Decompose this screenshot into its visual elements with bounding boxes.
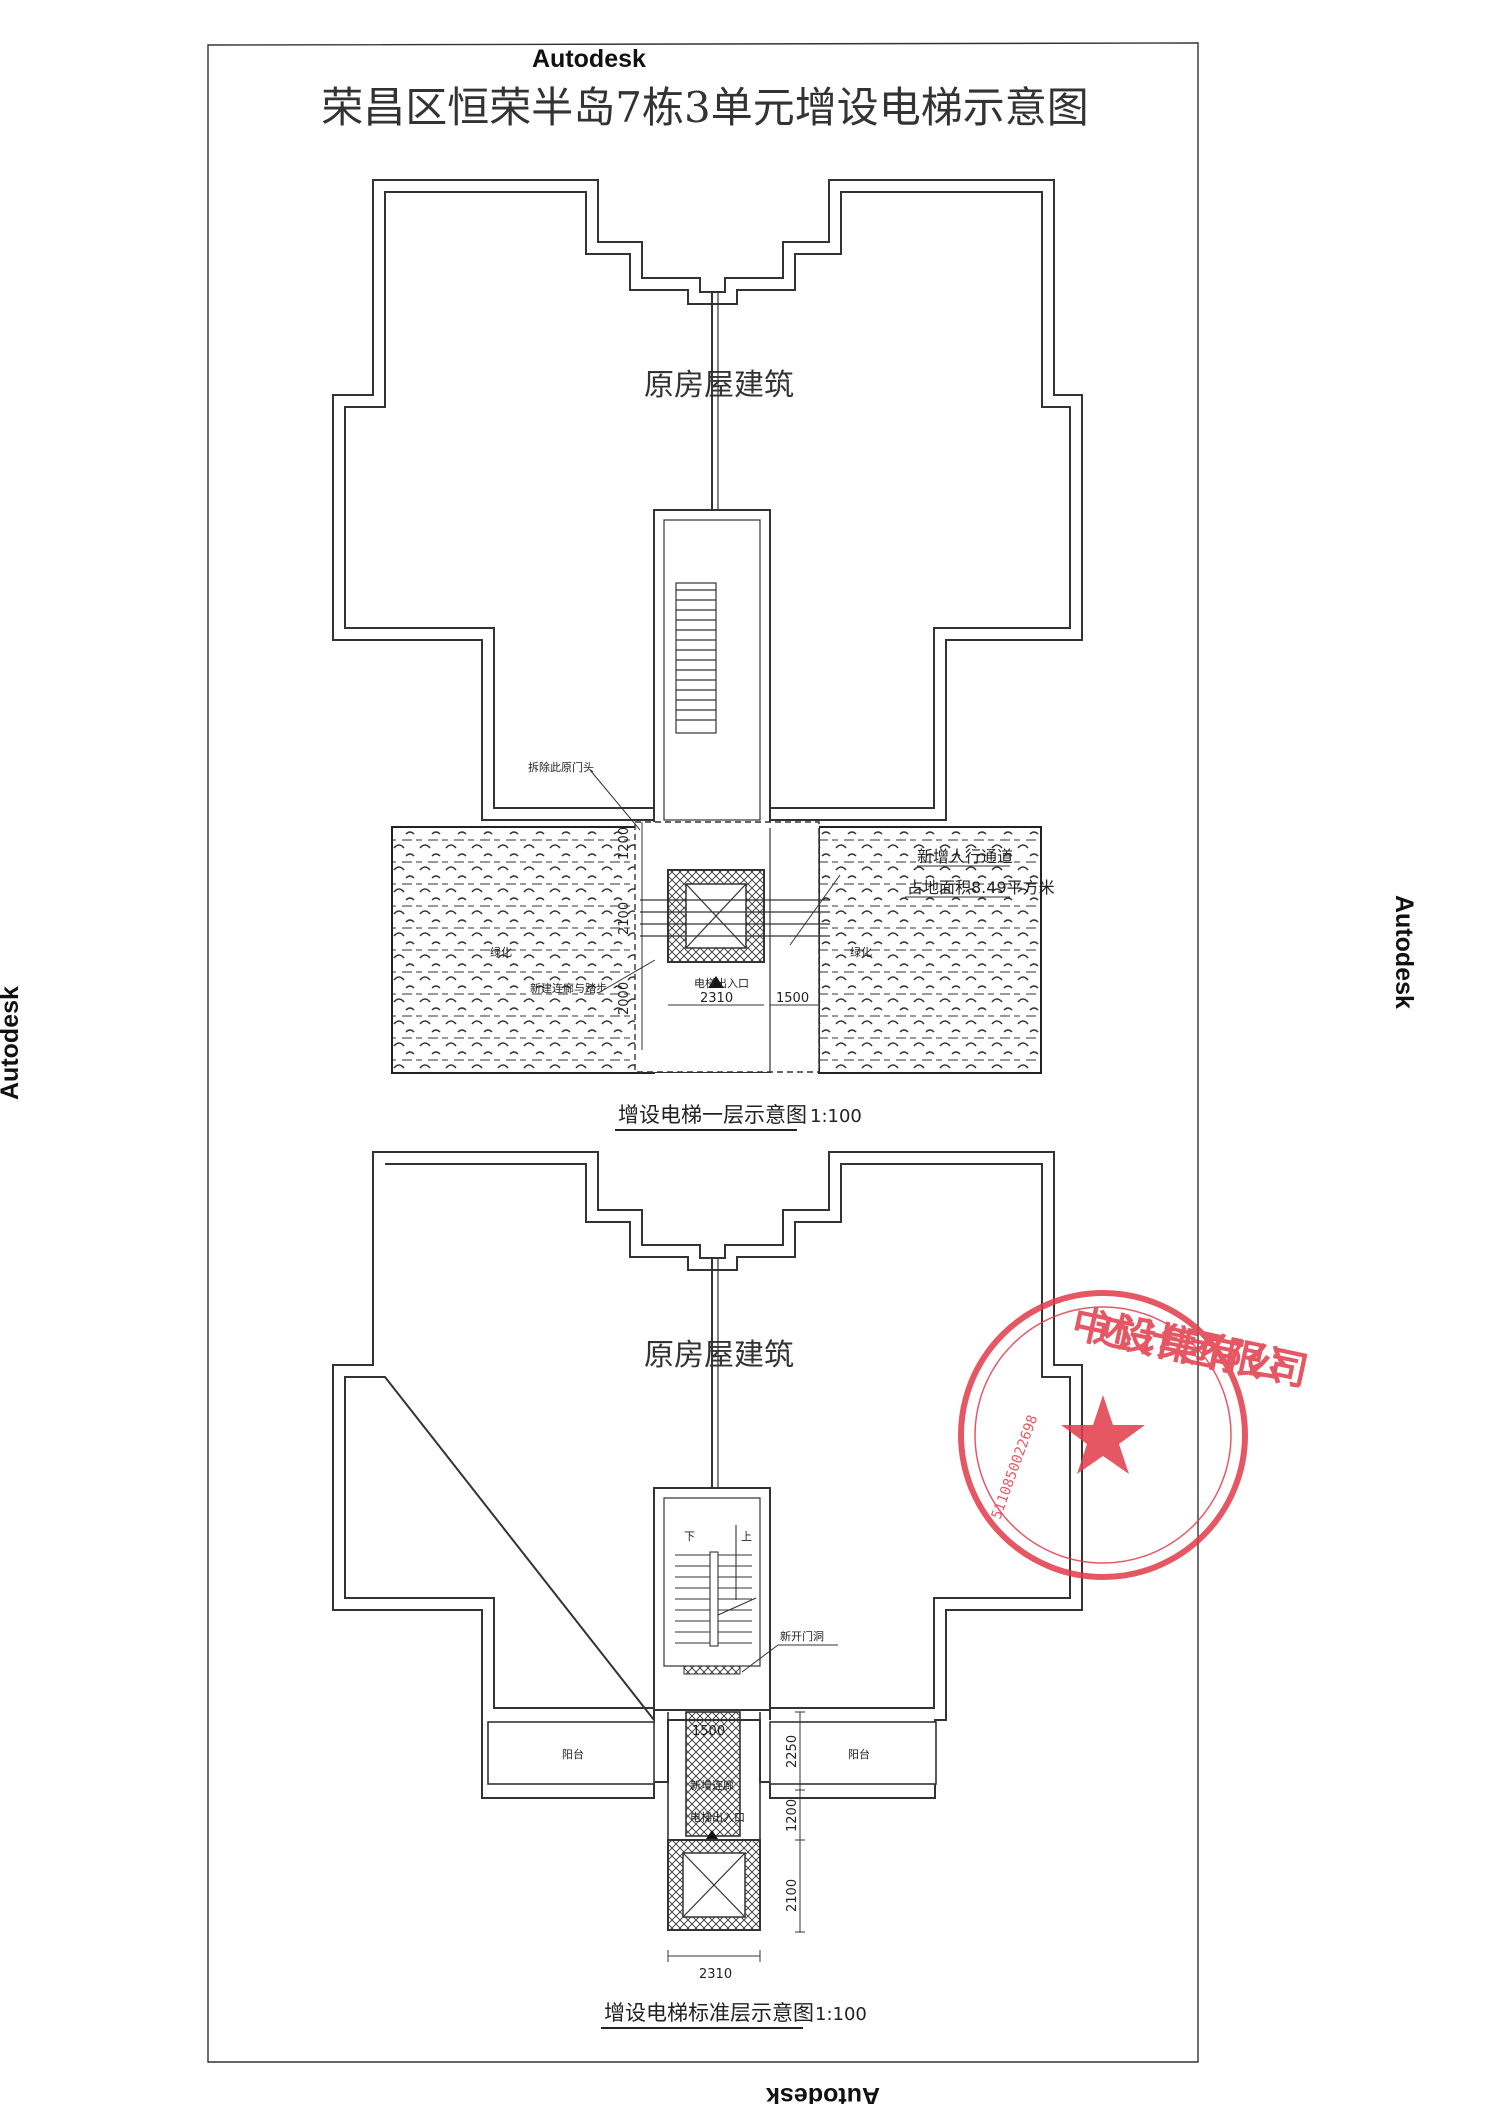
entrance-arrow-standard-icon xyxy=(706,1830,718,1839)
dim-standard-2310: 2310 xyxy=(699,1967,732,1982)
building-outline-ground xyxy=(332,179,1083,831)
dim-ground-1500: 1500 xyxy=(776,991,809,1006)
annotation-new-corridor: 新增连廊 xyxy=(690,1778,734,1792)
annotation-elevator-entrance-ground: 电梯出入口 xyxy=(694,976,749,990)
watermark-bottom: Autodesk xyxy=(766,2082,880,2104)
seal-star-icon xyxy=(1061,1395,1145,1474)
dim-standard-2250: 2250 xyxy=(785,1735,800,1768)
dim-standard-2100: 2100 xyxy=(785,1879,800,1912)
annotation-greenery-left: 绿化 xyxy=(490,945,512,959)
annotation-down: 下 xyxy=(684,1530,695,1543)
seal-number: 5110850022698 xyxy=(989,1413,1042,1521)
annotation-balcony-right: 阳台 xyxy=(848,1747,870,1761)
building-outline-standard xyxy=(332,1151,1083,1799)
annotation-new-door: 新开门洞 xyxy=(780,1629,824,1643)
document-title: 荣昌区恒荣半岛7栋3单元增设电梯示意图 xyxy=(321,83,1088,132)
sheet-frame xyxy=(207,42,1199,2063)
annotation-new-steps: 新建连廊与踏步 xyxy=(530,981,607,995)
annotation-elevator-entrance-standard: 电梯出入口 xyxy=(690,1810,745,1824)
dim-ground-2000: 2000 xyxy=(617,982,632,1015)
annotation-area: 占地面积8.49平方米 xyxy=(907,878,1055,897)
seal-text: 中述设计集团有限公司 xyxy=(1068,1301,1312,1396)
greenery-right-zone xyxy=(818,826,1042,1074)
dim-ground-1200: 1200 xyxy=(617,827,632,860)
annotation-demolish: 拆除此原门头 xyxy=(528,760,594,774)
balcony-left xyxy=(487,1721,655,1785)
balcony-right xyxy=(769,1721,937,1785)
annotation-up: 上 xyxy=(741,1530,752,1543)
dim-ground-2310: 2310 xyxy=(700,991,733,1006)
annotation-new-walkway: 新增人行通道 xyxy=(917,847,1013,866)
dim-standard-1200: 1200 xyxy=(785,1799,800,1832)
caption-ground: 增设电梯一层示意图 xyxy=(618,1103,807,1127)
watermark-top: Autodesk xyxy=(532,45,646,73)
watermark-right: Autodesk xyxy=(1390,895,1418,1009)
scale-standard: 1:100 xyxy=(815,2004,867,2025)
stair-treads-standard xyxy=(675,1525,757,1647)
plan-standard-floor: 下 上 新开门洞 1500 新增连廊 电梯出入口 2250 120 xyxy=(332,1151,1083,2029)
dim-standard-1500: 1500 xyxy=(692,1724,725,1739)
company-seal: 中述设计集团有限公司 5110850022698 xyxy=(958,1290,1312,1580)
caption-standard: 增设电梯标准层示意图 xyxy=(604,2001,814,2025)
annotation-balcony-left: 阳台 xyxy=(562,1747,584,1761)
new-corridor xyxy=(685,1711,741,1837)
scale-ground: 1:100 xyxy=(810,1106,862,1127)
building-label-ground: 原房屋建筑 xyxy=(644,368,794,403)
annotation-greenery-right: 绿化 xyxy=(850,945,872,959)
greenery-left-zone xyxy=(391,826,655,1074)
dim-ground-2100: 2100 xyxy=(617,902,632,935)
building-label-standard: 原房屋建筑 xyxy=(644,1338,794,1373)
entrance-arrow-icon xyxy=(708,976,724,988)
plan-ground-floor: 原房屋建筑 拆除此原门头 新增人行通道 占地面积8.49平方米 绿化 绿化 电梯… xyxy=(332,179,1083,1131)
watermark-left: Autodesk xyxy=(0,986,24,1100)
